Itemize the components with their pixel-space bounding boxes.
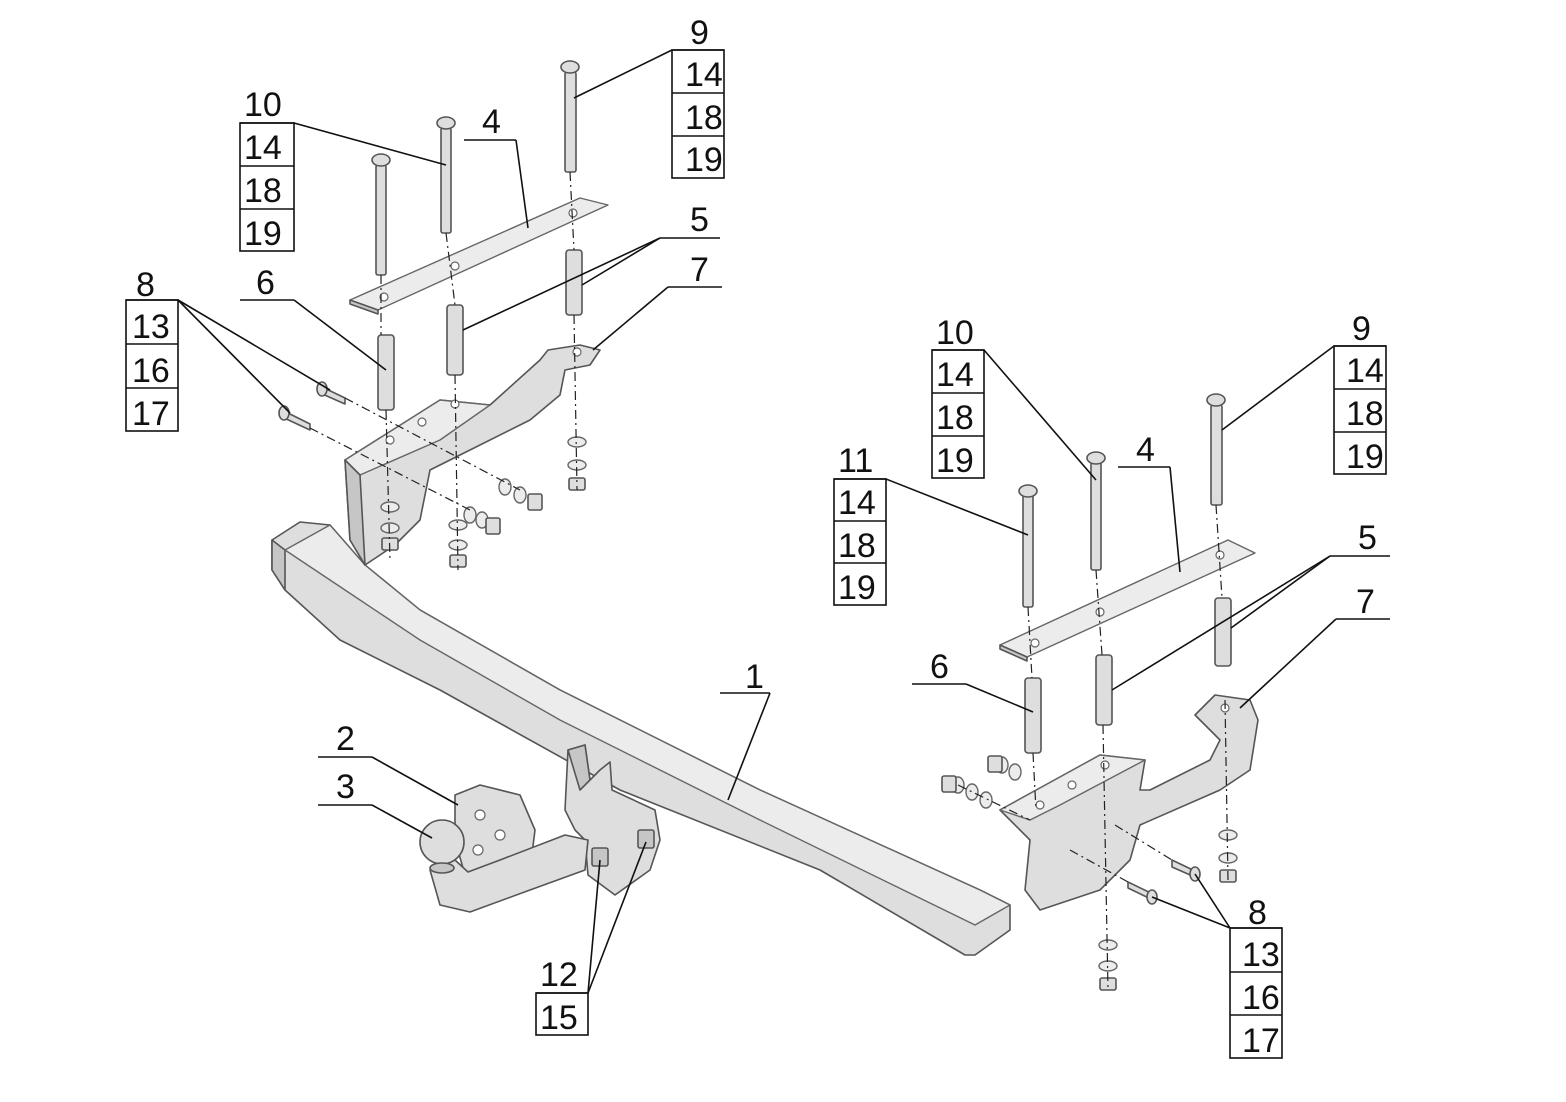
label-4-right: 4	[1136, 431, 1155, 469]
label-8-left: 8	[136, 266, 155, 304]
label-12: 12	[540, 956, 578, 994]
label-6-left: 6	[256, 264, 275, 302]
label-19-11: 19	[838, 569, 876, 607]
label-18-11: 18	[838, 527, 876, 565]
label-5-left: 5	[690, 201, 709, 239]
label-13-8left: 13	[132, 308, 170, 346]
label-10-right: 10	[936, 314, 974, 352]
label-15: 15	[540, 999, 578, 1037]
label-16-8left: 16	[132, 352, 170, 390]
label-19-10right: 19	[936, 442, 974, 480]
label-3: 3	[336, 768, 355, 806]
label-18-10left: 18	[244, 172, 282, 210]
label-13-8right: 13	[1242, 936, 1280, 974]
label-14-11: 14	[838, 484, 876, 522]
label-17-8left: 17	[132, 395, 170, 433]
label-19-10left: 19	[244, 215, 282, 253]
label-14-10right: 14	[936, 356, 974, 394]
label-14-10left: 14	[244, 129, 282, 167]
left-bracket	[344, 344, 601, 566]
label-18-9right: 18	[1346, 395, 1384, 433]
label-11: 11	[838, 442, 873, 480]
label-17-8right: 17	[1242, 1022, 1280, 1060]
left-bolts	[371, 60, 580, 276]
right-bracket	[999, 694, 1259, 911]
label-2: 2	[336, 720, 355, 758]
label-16-8right: 16	[1242, 979, 1280, 1017]
label-6-right: 6	[930, 648, 949, 686]
tow-ball-assembly	[419, 784, 589, 913]
crossbar-part-1	[271, 521, 1011, 956]
label-texts: 1 2 3 4 4 5 5 6 6 7 7 9 14 18 19 10 14 1…	[132, 14, 1384, 1060]
label-19-9right: 19	[1346, 438, 1384, 476]
label-19-9left: 19	[685, 141, 723, 179]
label-18-10right: 18	[936, 399, 974, 437]
label-18-9left: 18	[685, 99, 723, 137]
label-8-right: 8	[1248, 894, 1267, 932]
label-7-right: 7	[1356, 583, 1375, 621]
label-7-left: 7	[690, 251, 709, 289]
label-10-left: 10	[244, 86, 282, 124]
left-plate	[349, 197, 609, 315]
label-boxes	[125, 49, 1387, 1059]
label-14-9right: 14	[1346, 352, 1384, 390]
assembly-axes	[309, 171, 1229, 991]
label-4-left: 4	[482, 103, 501, 141]
right-spacers	[1024, 597, 1232, 754]
label-9-right: 9	[1352, 310, 1371, 348]
label-9-left: 9	[690, 14, 709, 52]
label-14-9left: 14	[685, 56, 723, 94]
label-1: 1	[745, 658, 764, 696]
leader-lines	[177, 49, 1390, 994]
right-plate	[999, 539, 1256, 662]
right-bolts	[1018, 393, 1226, 608]
left-spacers	[377, 249, 583, 411]
label-5-right: 5	[1358, 519, 1377, 557]
